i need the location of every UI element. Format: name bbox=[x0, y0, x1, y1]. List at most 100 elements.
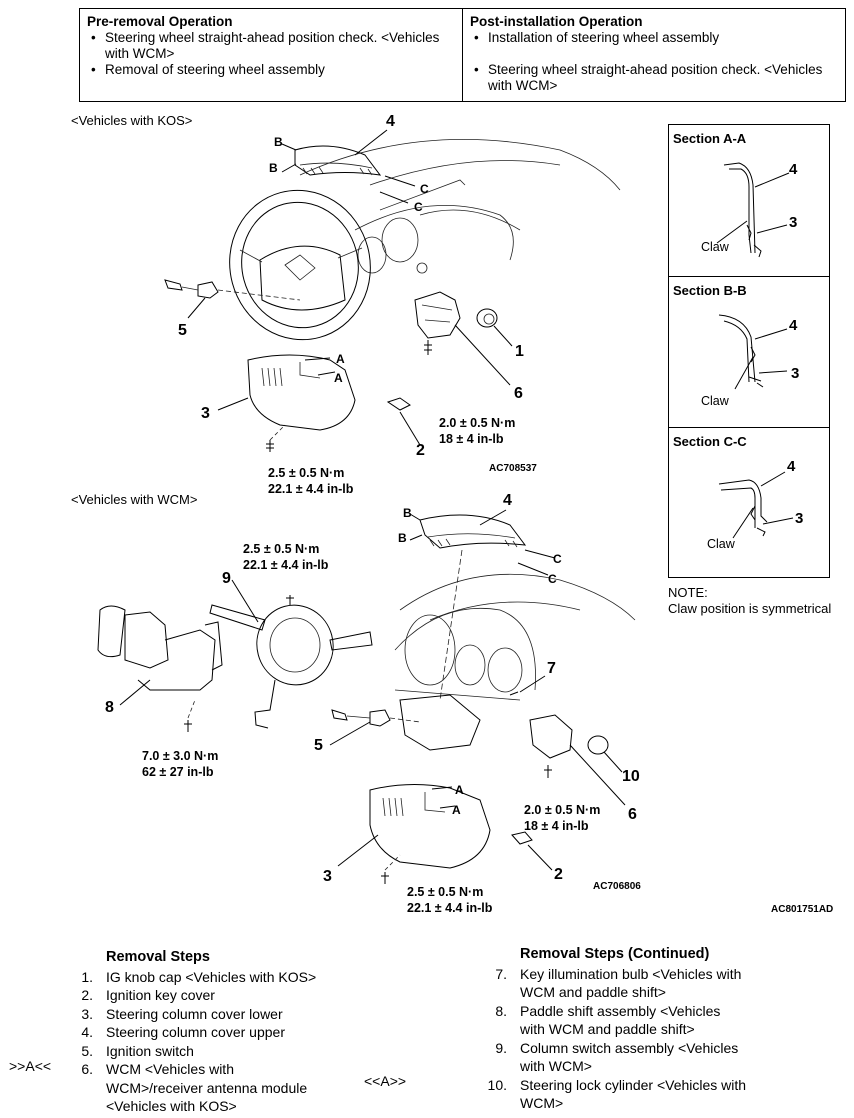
note-text: Claw position is symmetrical bbox=[668, 601, 832, 616]
pre-removal-item: Steering wheel straight-ahead position c… bbox=[91, 30, 456, 62]
section-callout-3: 3 bbox=[791, 365, 800, 382]
service-point-marker-mid: <<A>> bbox=[364, 1073, 406, 1089]
torque-value: 18 ± 4 in-lb bbox=[439, 432, 504, 446]
torque-value: 22.1 ± 4.4 in-lb bbox=[243, 558, 329, 572]
section-title: Section B-B bbox=[673, 283, 747, 298]
torque-value: 2.0 ± 0.5 N·m bbox=[524, 803, 601, 817]
pre-removal-column: Pre-removal Operation Steering wheel str… bbox=[80, 9, 463, 101]
section-callout-4: 4 bbox=[789, 317, 798, 334]
wcm-callout-3: 3 bbox=[323, 868, 332, 885]
wcm-section-mark-a2: A bbox=[452, 803, 461, 817]
kos-callout-1: 1 bbox=[515, 343, 524, 360]
kos-torque-3: 2.5 ± 0.5 N·m 22.1 ± 4.4 in-lb bbox=[268, 465, 353, 497]
marker-text: >>A<< bbox=[9, 1058, 52, 1074]
step-text: Steering column cover upper bbox=[106, 1024, 285, 1040]
step-text: Ignition key cover bbox=[106, 987, 215, 1003]
step-text: Steering lock cylinder <Vehicles with WC… bbox=[520, 1076, 747, 1112]
kos-figure-code: AC708537 bbox=[489, 463, 537, 474]
step-text: Column switch assembly <Vehicles with WC… bbox=[520, 1039, 739, 1075]
wcm-torque-8: 7.0 ± 3.0 N·m 62 ± 27 in-lb bbox=[142, 748, 218, 780]
section-c-c: Section C-C 4 3 Claw bbox=[669, 428, 829, 579]
wcm-callout-8: 8 bbox=[105, 699, 114, 716]
removal-steps-continued-title: Removal Steps (Continued) bbox=[520, 946, 710, 962]
removal-step: 4.Steering column cover upper bbox=[72, 1023, 362, 1042]
step-number: 3. bbox=[81, 1005, 93, 1022]
removal-step: 3. Steering column cover lower bbox=[72, 1005, 362, 1024]
step-text: IG knob cap <Vehicles with KOS> bbox=[106, 968, 317, 985]
removal-step: 9. Column switch assembly <Vehicles with … bbox=[486, 1039, 776, 1076]
wcm-callout-2: 2 bbox=[554, 866, 563, 883]
wcm-callout-7: 7 bbox=[547, 660, 556, 677]
wcm-section-mark-a1: A bbox=[455, 783, 464, 797]
step-text: Ignition switch bbox=[106, 1042, 194, 1059]
kos-callout-4: 4 bbox=[386, 113, 395, 130]
removal-step: 7.Key illumination bulb <Vehicles with W… bbox=[486, 965, 776, 1002]
kos-section-mark-c1: C bbox=[420, 182, 429, 196]
removal-step: 6. WCM <Vehicles with WCM>/receiver anten… bbox=[72, 1060, 362, 1116]
post-installation-header: Post-installation Operation bbox=[470, 14, 643, 29]
torque-value: 22.1 ± 4.4 in-lb bbox=[268, 482, 354, 496]
step-number: 9. bbox=[495, 1039, 507, 1056]
section-callout-4: 4 bbox=[789, 161, 798, 178]
post-installation-item: Installation of steering wheel assembly bbox=[474, 30, 839, 46]
torque-value: 2.0 ± 0.5 N·m bbox=[439, 416, 516, 430]
wcm-torque-6: 2.0 ± 0.5 N·m 18 ± 4 in-lb bbox=[524, 802, 600, 834]
post-installation-item: Steering wheel straight-ahead position c… bbox=[474, 62, 839, 94]
wcm-section-mark-b2: B bbox=[398, 531, 407, 545]
step-number: 1. bbox=[81, 968, 93, 985]
section-callout-3: 3 bbox=[795, 510, 804, 527]
step-text: Key illumination bulb <Vehicles with WCM… bbox=[520, 965, 742, 1001]
torque-value: 7.0 ± 3.0 N·m bbox=[142, 749, 219, 763]
wcm-callout-10: 10 bbox=[622, 768, 640, 785]
section-a-a: Section A-A 4 3 Claw bbox=[669, 125, 829, 277]
step-number: 2. bbox=[81, 987, 93, 1003]
pre-removal-header: Pre-removal Operation bbox=[87, 14, 233, 29]
step-number: 5. bbox=[81, 1042, 93, 1059]
removal-step: 2. Ignition key cover bbox=[72, 986, 362, 1005]
kos-section-mark-a1: A bbox=[336, 352, 345, 366]
section-title: Section A-A bbox=[673, 131, 747, 146]
wcm-callout-5: 5 bbox=[314, 737, 323, 754]
section-callout-4: 4 bbox=[787, 458, 796, 475]
kos-section-mark-c2: C bbox=[414, 200, 423, 214]
pre-removal-item: Removal of steering wheel assembly bbox=[91, 62, 456, 78]
section-b-b: Section B-B 4 3 Claw bbox=[669, 277, 829, 428]
section-title: Section C-C bbox=[673, 434, 747, 449]
step-text: WCM <Vehicles with WCM>/receiver antenna… bbox=[106, 1061, 308, 1114]
torque-value: 22.1 ± 4.4 in-lb bbox=[407, 901, 493, 915]
wcm-callout-9: 9 bbox=[222, 570, 231, 587]
note-head: NOTE: bbox=[668, 585, 708, 600]
step-number: 6. bbox=[81, 1061, 93, 1077]
wcm-torque-9: 2.5 ± 0.5 N·m 22.1 ± 4.4 in-lb bbox=[243, 541, 328, 573]
kos-callout-2: 2 bbox=[416, 442, 425, 459]
section-b-b-drawing bbox=[718, 314, 788, 390]
wcm-section-mark-c2: C bbox=[548, 572, 557, 586]
step-text: Paddle shift assembly <Vehicles with WCM… bbox=[520, 1002, 721, 1038]
wcm-section-mark-b1: B bbox=[403, 506, 412, 520]
torque-value: 2.5 ± 0.5 N·m bbox=[243, 542, 320, 556]
operation-table: Pre-removal Operation Steering wheel str… bbox=[79, 8, 846, 102]
section-c-c-drawing bbox=[718, 471, 794, 539]
removal-steps-left: Removal Steps 1.IG knob cap <Vehicles wi… bbox=[72, 948, 362, 1116]
note-block: NOTE: Claw position is symmetrical bbox=[668, 585, 831, 617]
wcm-torque-3: 2.5 ± 0.5 N·m 22.1 ± 4.4 in-lb bbox=[407, 884, 492, 916]
torque-value: 62 ± 27 in-lb bbox=[142, 765, 214, 779]
removal-step: 8.Paddle shift assembly <Vehicles with W… bbox=[486, 1002, 776, 1039]
claw-label: Claw bbox=[701, 394, 729, 408]
kos-callout-3: 3 bbox=[201, 405, 210, 422]
service-point-marker-left: >>A<< bbox=[9, 1058, 51, 1074]
kos-section-mark-b2: B bbox=[269, 161, 278, 175]
overall-figure-code: AC801751AD bbox=[771, 904, 834, 915]
removal-steps-right: Removal Steps (Continued) 7.Key illumina… bbox=[486, 945, 776, 1113]
torque-value: 2.5 ± 0.5 N·m bbox=[407, 885, 484, 899]
removal-step: 10.Steering lock cylinder <Vehicles with… bbox=[486, 1076, 776, 1113]
wcm-section-mark-c1: C bbox=[553, 552, 562, 566]
claw-label: Claw bbox=[701, 240, 729, 254]
kos-section-mark-a2: A bbox=[334, 371, 343, 385]
wcm-diagram-label: <Vehicles with WCM> bbox=[71, 492, 198, 507]
kos-torque-6: 2.0 ± 0.5 N·m 18 ± 4 in-lb bbox=[439, 415, 515, 447]
step-text: Steering column cover lower bbox=[106, 1005, 283, 1022]
kos-callout-6: 6 bbox=[514, 385, 523, 402]
wcm-callout-4: 4 bbox=[503, 492, 512, 509]
torque-value: 2.5 ± 0.5 N·m bbox=[268, 466, 345, 480]
